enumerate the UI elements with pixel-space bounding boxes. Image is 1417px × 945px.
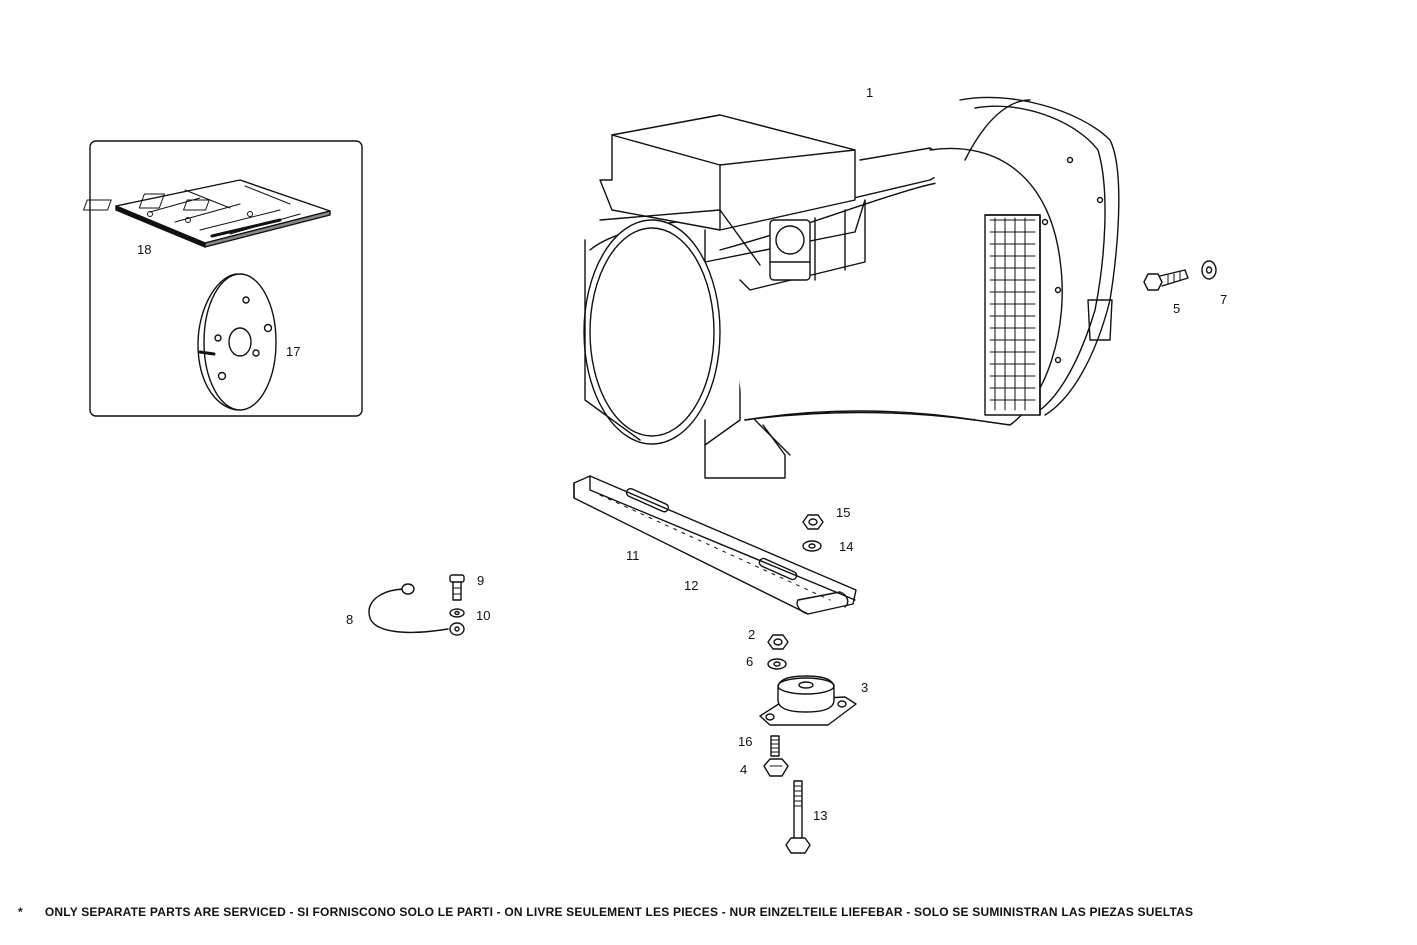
part-2-nut bbox=[768, 635, 788, 649]
footer-marker: * bbox=[18, 905, 23, 919]
part-1-alternator bbox=[584, 97, 1119, 478]
part-17-flange-disc bbox=[198, 274, 276, 410]
label-part-2: 2 bbox=[748, 627, 756, 642]
part-13-bolt bbox=[786, 781, 810, 853]
label-part-7: 7 bbox=[1220, 292, 1228, 307]
label-part-17: 17 bbox=[286, 344, 301, 359]
part-3-antivibration-mount bbox=[760, 676, 856, 725]
part-4-nut bbox=[764, 759, 788, 776]
label-part-10: 10 bbox=[476, 608, 491, 623]
label-part-16: 16 bbox=[738, 734, 753, 749]
label-part-4: 4 bbox=[740, 762, 748, 777]
label-part-9: 9 bbox=[477, 573, 485, 588]
label-part-18: 18 bbox=[137, 242, 152, 257]
label-part-5: 5 bbox=[1173, 301, 1181, 316]
label-part-6: 6 bbox=[746, 654, 754, 669]
part-15-nut bbox=[803, 515, 823, 529]
louver-grid bbox=[990, 218, 1035, 410]
part-11-12-mounting-rail bbox=[574, 476, 856, 614]
label-part-1: 1 bbox=[866, 85, 874, 100]
part-7-washer bbox=[1202, 261, 1216, 279]
footer-text: ONLY SEPARATE PARTS ARE SERVICED - SI FO… bbox=[44, 905, 1194, 919]
label-part-15: 15 bbox=[836, 505, 851, 520]
part-6-washer bbox=[768, 659, 786, 669]
part-10-washer bbox=[450, 609, 464, 617]
footer-note: * ONLY SEPARATE PARTS ARE SERVICED - SI F… bbox=[18, 905, 1193, 919]
label-part-12: 12 bbox=[684, 578, 699, 593]
label-part-14: 14 bbox=[839, 539, 854, 554]
part-14-washer bbox=[803, 541, 821, 551]
label-part-8: 8 bbox=[346, 612, 354, 627]
part-5-bolt bbox=[1144, 270, 1188, 290]
part-8-ground-strap bbox=[369, 584, 464, 635]
part-9-screw bbox=[450, 575, 464, 600]
inset-frame bbox=[90, 141, 362, 416]
label-part-11: 11 bbox=[626, 548, 640, 563]
part-18-circuit-board bbox=[84, 180, 330, 247]
label-part-3: 3 bbox=[861, 680, 869, 695]
part-16-stud bbox=[771, 736, 779, 756]
label-part-13: 13 bbox=[813, 808, 828, 823]
